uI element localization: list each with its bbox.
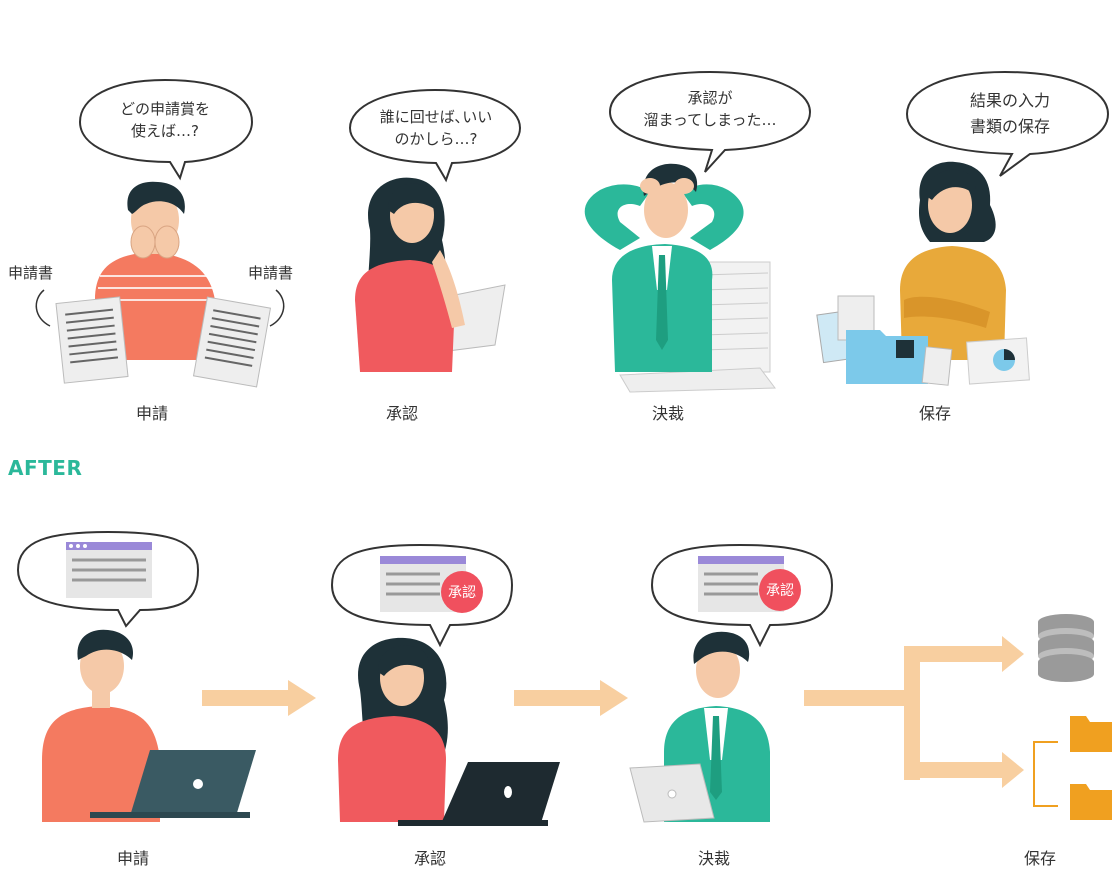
speech-bubble (348, 88, 522, 183)
bubble-line: どの申請賞を (119, 100, 210, 118)
speech-bubble (905, 70, 1110, 177)
after-step-label-apply: 申請 (116, 849, 149, 868)
after-step-label-approve: 承認 (413, 849, 446, 868)
before-step-label-store: 保存 (918, 404, 951, 423)
before-step-label-approve: 承認 (385, 404, 418, 423)
bubble-line: 使えば…? (131, 122, 199, 140)
speech-bubble (608, 70, 812, 173)
bubble-text-decide: 承認が 溜まってしまった… (620, 87, 800, 131)
after-step-decide-illustration (629, 543, 834, 823)
bubble-line: 承認が (687, 89, 733, 107)
bubble-line: 誰に回せば､いい (379, 108, 493, 126)
before-step-decide-illustration (584, 70, 812, 393)
application-form-label-left: 申請書 (8, 264, 54, 282)
bubble-text-approve: 誰に回せば､いい のかしら…? (356, 106, 516, 150)
flow-arrow (514, 680, 628, 716)
approval-stamp-icon (759, 569, 801, 611)
browser-window-icon (66, 542, 152, 598)
before-step-label-decide: 決裁 (651, 404, 684, 423)
flow-arrow (202, 680, 316, 716)
after-step-approve-illustration (330, 543, 560, 826)
approval-stamp-text: 承認 (766, 583, 794, 599)
bubble-line: のかしら…? (394, 130, 478, 148)
folder-tree-icon (1033, 716, 1112, 820)
before-step-approve-illustration (348, 88, 522, 372)
after-heading: AFTER (8, 456, 83, 480)
speech-bubble (78, 78, 254, 181)
application-form-label-right: 申請書 (248, 264, 294, 282)
bubble-line: 溜まってしまった… (643, 111, 777, 129)
before-step-apply-illustration (35, 78, 285, 388)
document-icon (55, 296, 129, 384)
approval-stamp-text: 承認 (448, 585, 476, 601)
folder-icon (846, 330, 928, 384)
bubble-line: 書類の保存 (969, 117, 1050, 136)
after-step-apply-illustration (16, 530, 256, 822)
document-icon (192, 296, 272, 388)
branch-arrow (804, 636, 1024, 788)
laptop-icon (440, 762, 560, 826)
bubble-text-store: 結果の入力 書類の保存 (930, 88, 1090, 140)
approval-stamp-icon (441, 571, 483, 613)
before-step-store-illustration (816, 70, 1110, 386)
bubble-line: 結果の入力 (969, 91, 1050, 110)
laptop-icon (130, 750, 256, 816)
database-icon (1038, 614, 1094, 682)
bubble-text-apply: どの申請賞を 使えば…? (90, 98, 240, 142)
before-step-label-apply: 申請 (135, 404, 168, 423)
after-step-label-decide: 決裁 (697, 849, 730, 868)
after-step-label-store: 保存 (1023, 849, 1056, 868)
